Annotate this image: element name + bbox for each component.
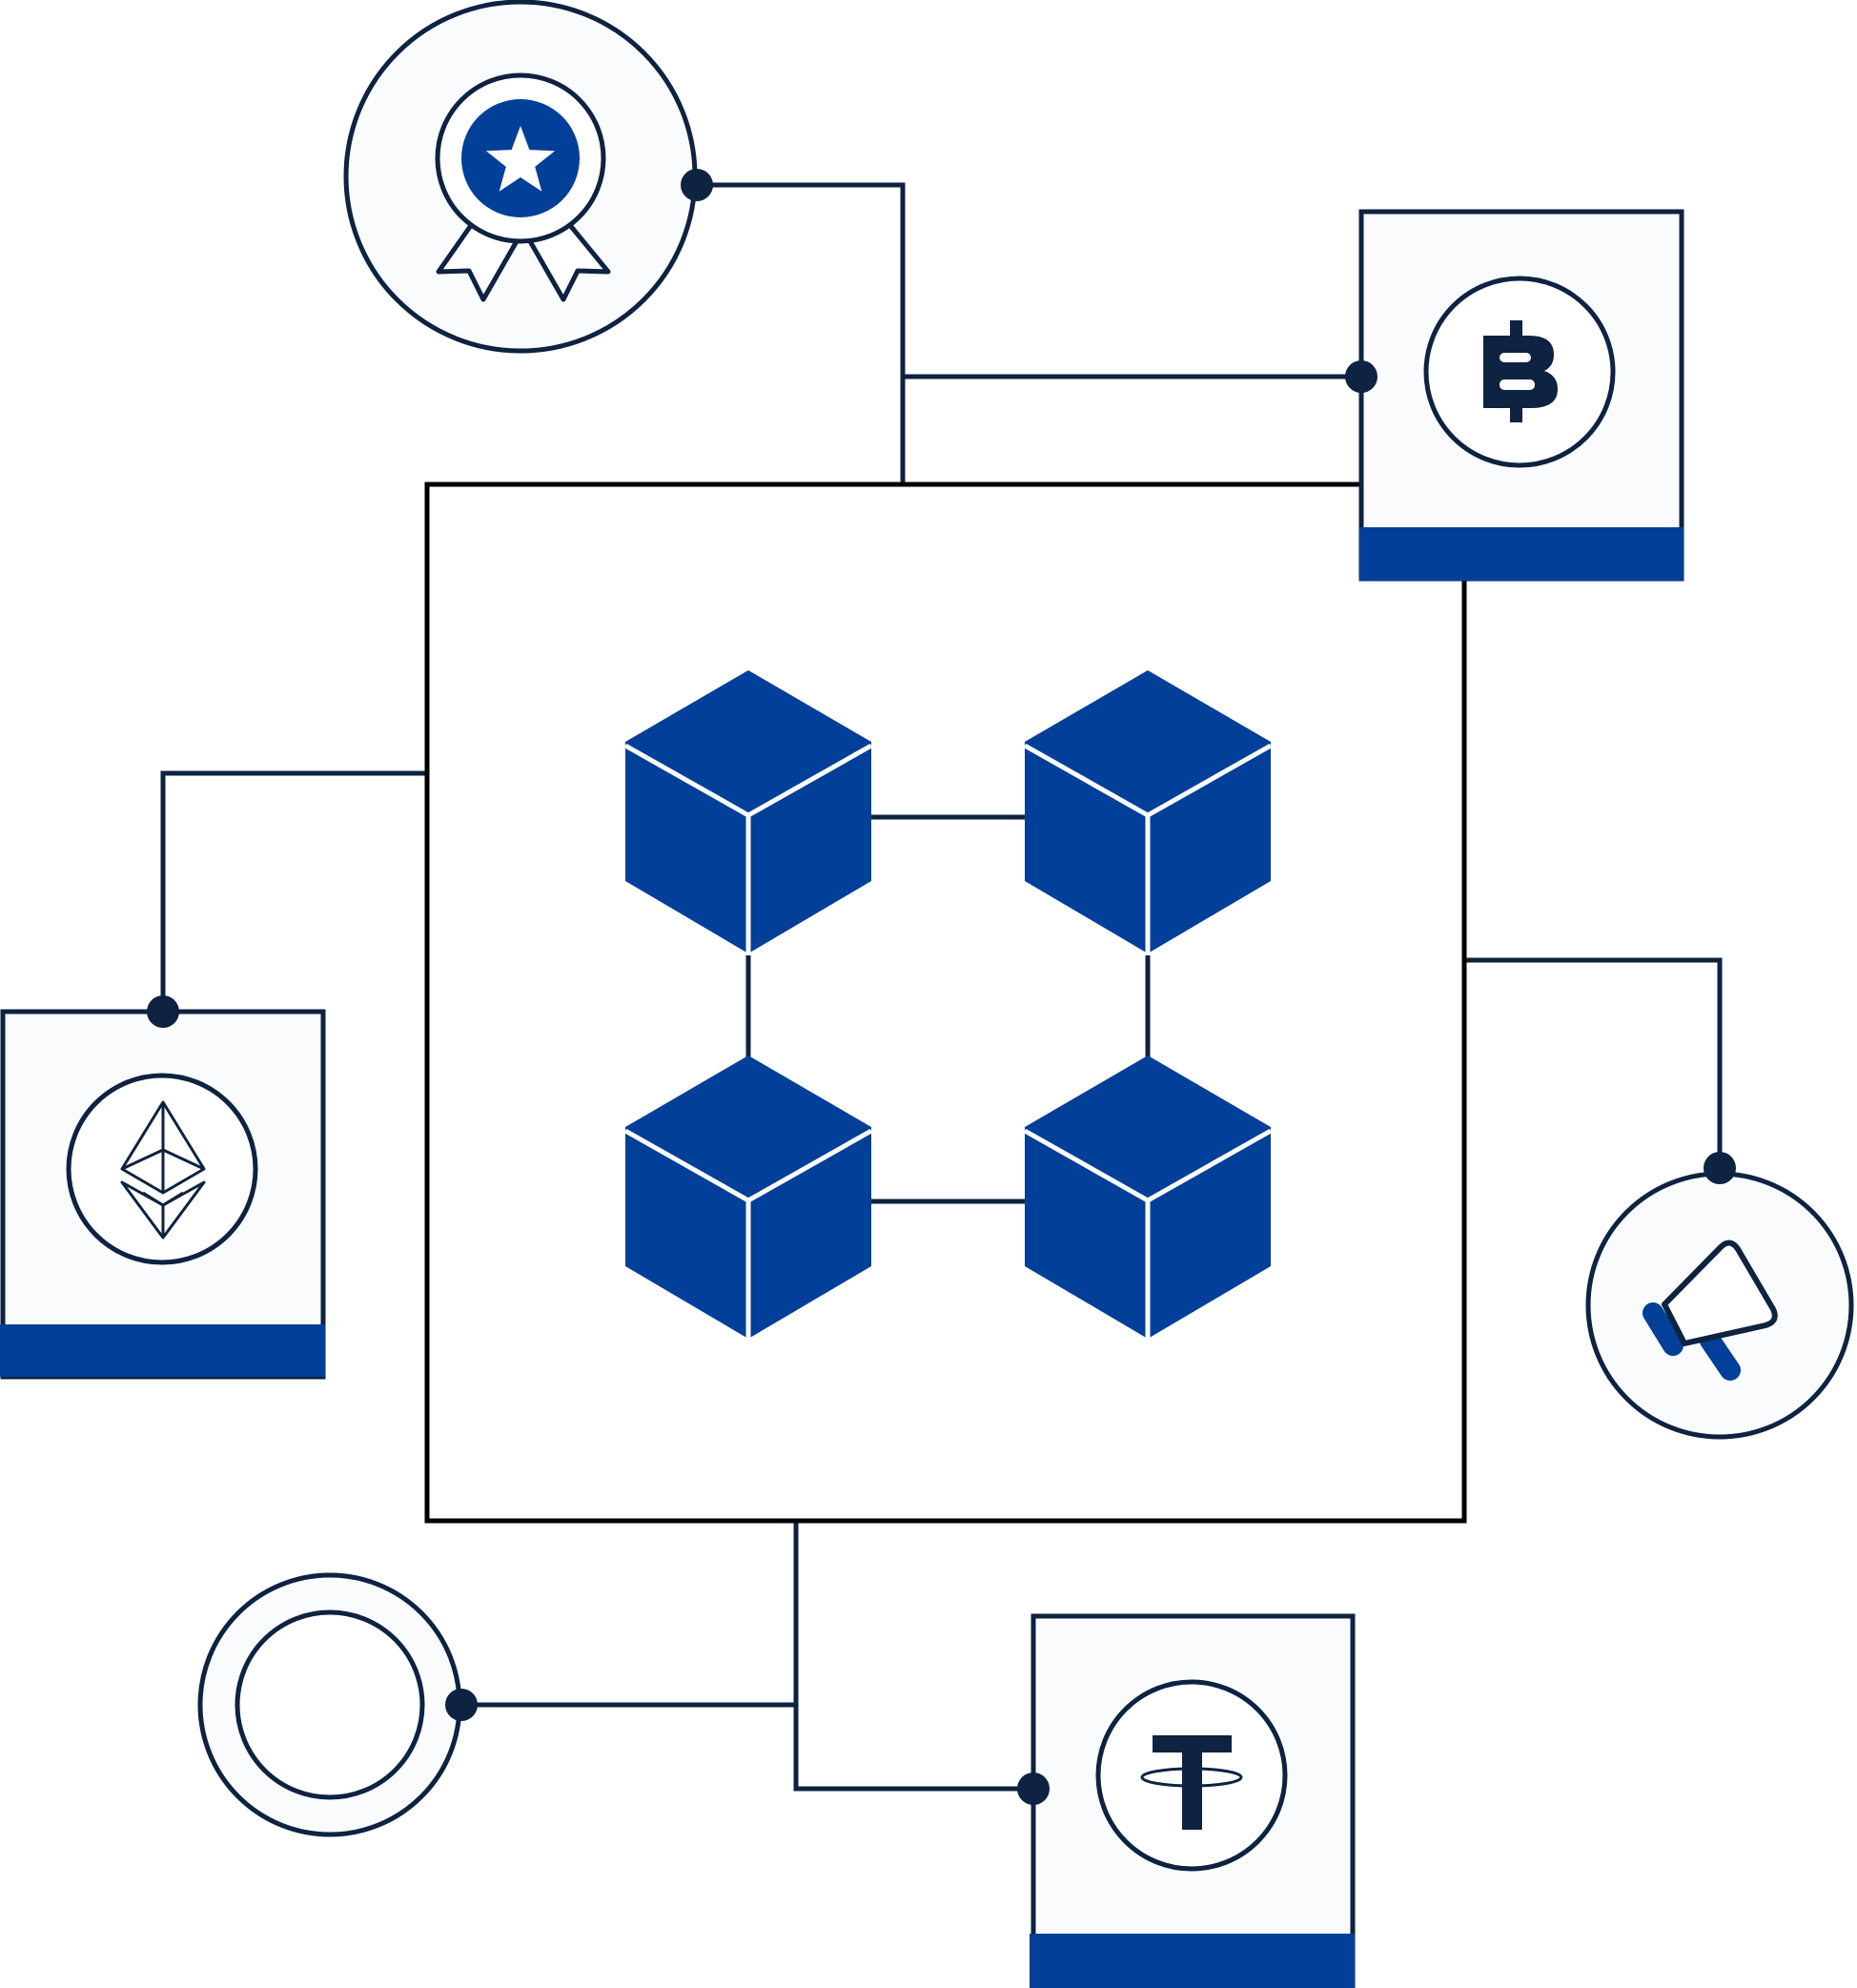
central-square bbox=[424, 482, 1467, 1524]
connectors bbox=[160, 182, 1723, 1792]
megaphone-node[interactable] bbox=[1585, 1171, 1854, 1440]
blockchain-cubes-icon bbox=[623, 670, 1273, 1341]
cube-links bbox=[745, 814, 1151, 1204]
connector-dot-megaphone bbox=[1704, 1152, 1736, 1184]
ethereum-icon bbox=[66, 1073, 258, 1265]
cube-2 bbox=[1023, 670, 1273, 955]
connector-ethereum bbox=[160, 770, 427, 1012]
bitcoin-node[interactable] bbox=[1358, 209, 1684, 582]
award-badge-icon bbox=[435, 72, 611, 302]
cube-1 bbox=[623, 670, 873, 955]
tether-icon bbox=[1095, 1679, 1288, 1872]
megaphone-icon bbox=[1643, 1240, 1778, 1381]
ring-icon bbox=[235, 1609, 425, 1800]
cube-4 bbox=[1023, 1055, 1273, 1341]
cube-3 bbox=[623, 1055, 873, 1341]
connector-dot-ethereum bbox=[147, 995, 179, 1028]
connector-dot-ring bbox=[445, 1689, 478, 1721]
connector-bottom bbox=[793, 1521, 1033, 1792]
bitcoin-icon bbox=[1423, 276, 1616, 468]
connector-dot-tether bbox=[1017, 1773, 1050, 1805]
tether-node[interactable] bbox=[1030, 1613, 1356, 1988]
connector-dot-award bbox=[681, 169, 713, 201]
award-node[interactable] bbox=[343, 0, 698, 354]
connector-dot-bitcoin bbox=[1345, 360, 1377, 393]
connector-award bbox=[697, 182, 906, 484]
empty-ring-node[interactable] bbox=[197, 1572, 462, 1837]
connector-megaphone bbox=[1464, 957, 1723, 1168]
ethereum-node[interactable] bbox=[0, 1009, 326, 1380]
